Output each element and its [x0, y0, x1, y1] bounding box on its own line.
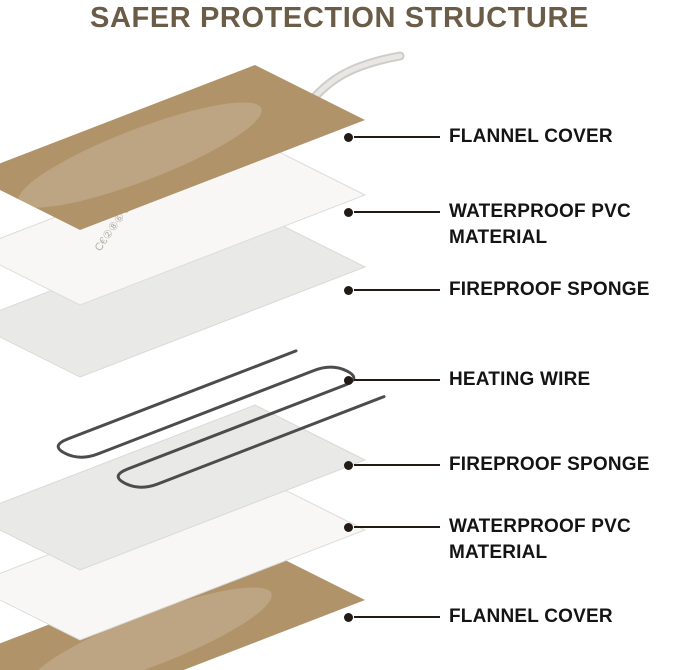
callout-label: FIREPROOF SPONGE: [449, 279, 650, 300]
layer-flannel-cover-bottom: [0, 545, 365, 670]
callout-pvc-bottom: WATERPROOF PVC MATERIAL: [344, 514, 667, 566]
callout-label: FLANNEL COVER: [449, 606, 613, 627]
callout-line: [354, 464, 440, 466]
callout-dot: [344, 376, 353, 385]
callout-label: WATERPROOF PVC MATERIAL: [449, 201, 631, 248]
callout-sponge-bottom: FIREPROOF SPONGE: [344, 452, 667, 478]
callout-line: [354, 379, 440, 381]
callout-flannel-top: FLANNEL COVER: [344, 124, 667, 150]
layer-stack-diagram: C€②⑧⑥ JPX: [0, 51, 405, 670]
callout-dot: [344, 523, 353, 532]
flannel-texture-highlight: [28, 587, 272, 670]
callout-line: [354, 526, 440, 528]
callout-dot: [344, 286, 353, 295]
callout-label: FLANNEL COVER: [449, 126, 613, 147]
layer-flannel-cover-top: [0, 65, 365, 230]
callout-heating-wire: HEATING WIRE: [344, 367, 667, 393]
callout-label: WATERPROOF PVC MATERIAL: [449, 516, 631, 563]
page-title: SAFER PROTECTION STRUCTURE: [90, 2, 589, 34]
callout-label: HEATING WIRE: [449, 369, 591, 390]
callout-dot: [344, 133, 353, 142]
callout-label: FIREPROOF SPONGE: [449, 454, 650, 475]
layer-fireproof-sponge-bottom: [0, 404, 367, 571]
callout-dot: [344, 461, 353, 470]
flannel-texture-highlight: [18, 102, 262, 208]
callout-sponge-top: FIREPROOF SPONGE: [344, 277, 667, 303]
callout-line: [354, 136, 440, 138]
callout-pvc-top: WATERPROOF PVC MATERIAL: [344, 199, 667, 251]
callout-line: [354, 289, 440, 291]
callout-flannel-bottom: FLANNEL COVER: [344, 604, 667, 630]
callout-dot: [344, 613, 353, 622]
callout-line: [354, 616, 440, 618]
callout-line: [354, 211, 440, 213]
callout-dot: [344, 208, 353, 217]
heating-wire: [50, 349, 392, 491]
